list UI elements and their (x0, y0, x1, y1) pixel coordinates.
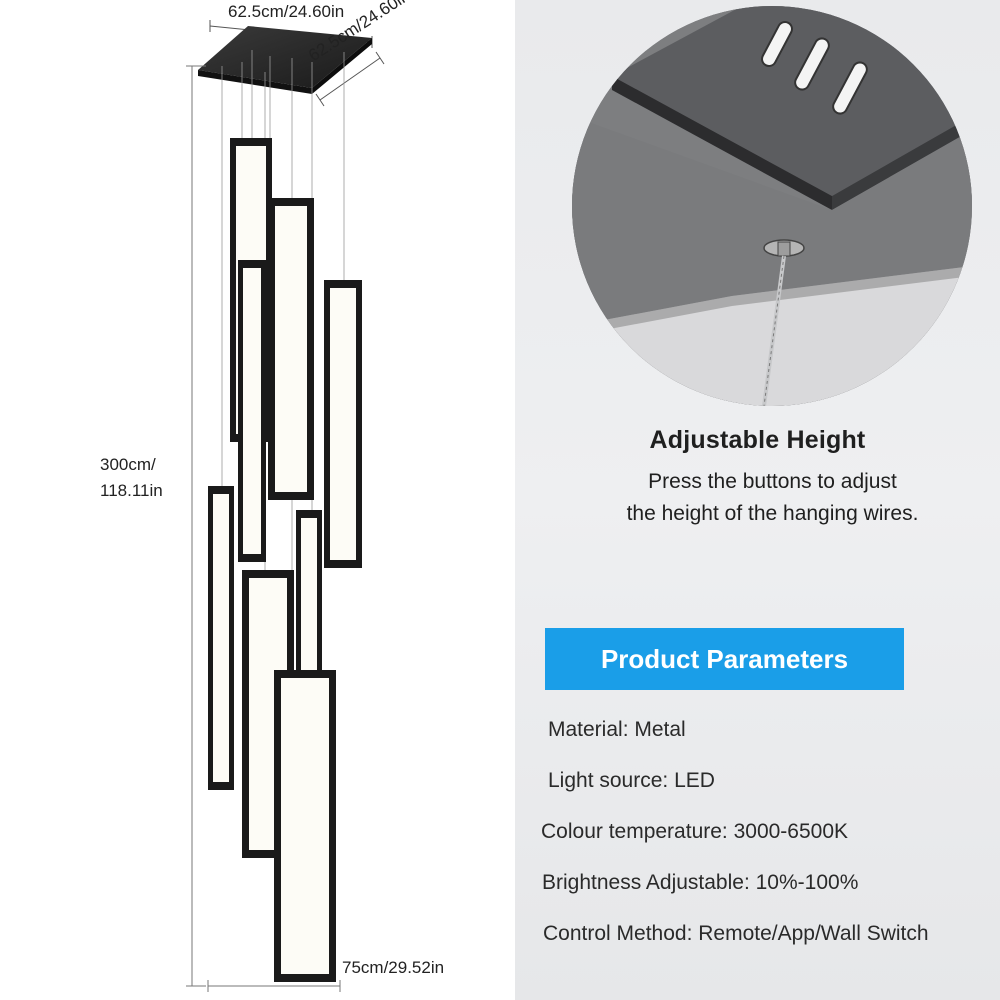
top-depth-dimension-line (315, 51, 385, 107)
height-dimension-line (186, 65, 206, 987)
pendant-bar-icon (208, 486, 234, 790)
pendant-bar-icon (324, 280, 362, 568)
feature-description: Press the buttons to adjust the height o… (505, 466, 1000, 530)
height-label: 300cm/ 118.11in (100, 452, 163, 504)
height-adjust-closeup-image (572, 6, 972, 406)
ceiling-canopy-icon (198, 26, 372, 94)
pendant-bar-icon (268, 198, 314, 500)
product-illustration-panel: 62.5cm/24.60in 62.5cm/24.60in 300cm/ 118… (100, 0, 445, 992)
feature-title: Adjustable Height (649, 426, 866, 454)
param-material: Material: Metal (548, 718, 686, 741)
chandelier-illustration (186, 20, 385, 992)
height-label-line1: 300cm/ (100, 455, 156, 474)
height-label-line2: 118.11in (100, 481, 163, 500)
product-parameters-banner: Product Parameters (545, 628, 904, 690)
bottom-width-dimension-line (207, 980, 341, 992)
param-colour-temperature: Colour temperature: 3000-6500K (541, 820, 849, 843)
feature-description-line1: Press the buttons to adjust (648, 470, 897, 493)
pendant-bar-icon (238, 260, 266, 562)
height-adjust-button-icon (572, 6, 972, 406)
product-parameters-heading: Product Parameters (600, 643, 849, 674)
param-light-source: Light source: LED (548, 769, 715, 792)
pendant-bar-icon (274, 670, 336, 982)
feature-description-line2: the height of the hanging wires. (626, 502, 919, 525)
param-brightness: Brightness Adjustable: 10%-100% (542, 871, 859, 894)
param-control-method: Control Method: Remote/App/Wall Switch (543, 922, 929, 945)
top-width-label: 62.5cm/24.60in (228, 2, 345, 21)
bottom-width-label: 75cm/29.52in (342, 958, 445, 977)
